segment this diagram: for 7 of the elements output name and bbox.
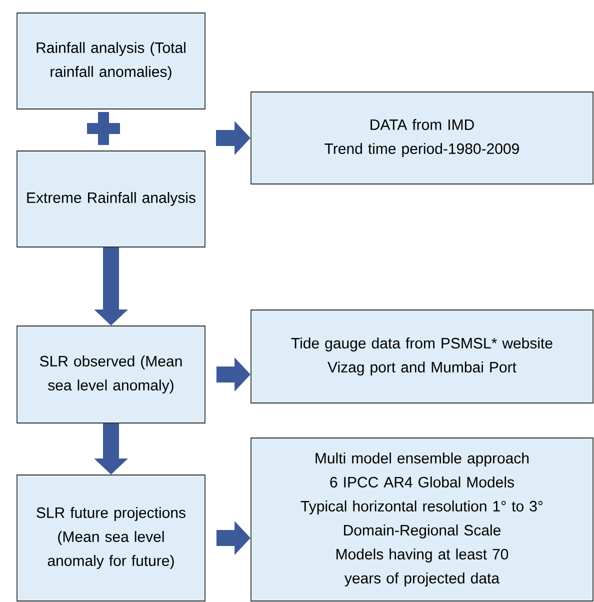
- info-box: Multi model ensemble approach 6 IPCC AR4 Global Models Typical horizontal resolution 1° to 3° Domain-Regional Scale Models having at least 70 years of projected data: [250, 438, 594, 602]
- process-box: Rainfall analysis (Total rainfall anomalies): [16, 12, 206, 110]
- info-box: DATA from IMD Trend time period-1980-2009: [250, 92, 594, 184]
- info-box: Tide gauge data from PSMSL* website Vizag port and Mumbai Port: [250, 310, 594, 404]
- process-box: SLR observed (Mean sea level anomaly): [16, 326, 206, 424]
- process-box: Extreme Rainfall analysis: [16, 150, 206, 248]
- process-box: SLR future projections (Mean sea level anomaly for future): [16, 474, 206, 602]
